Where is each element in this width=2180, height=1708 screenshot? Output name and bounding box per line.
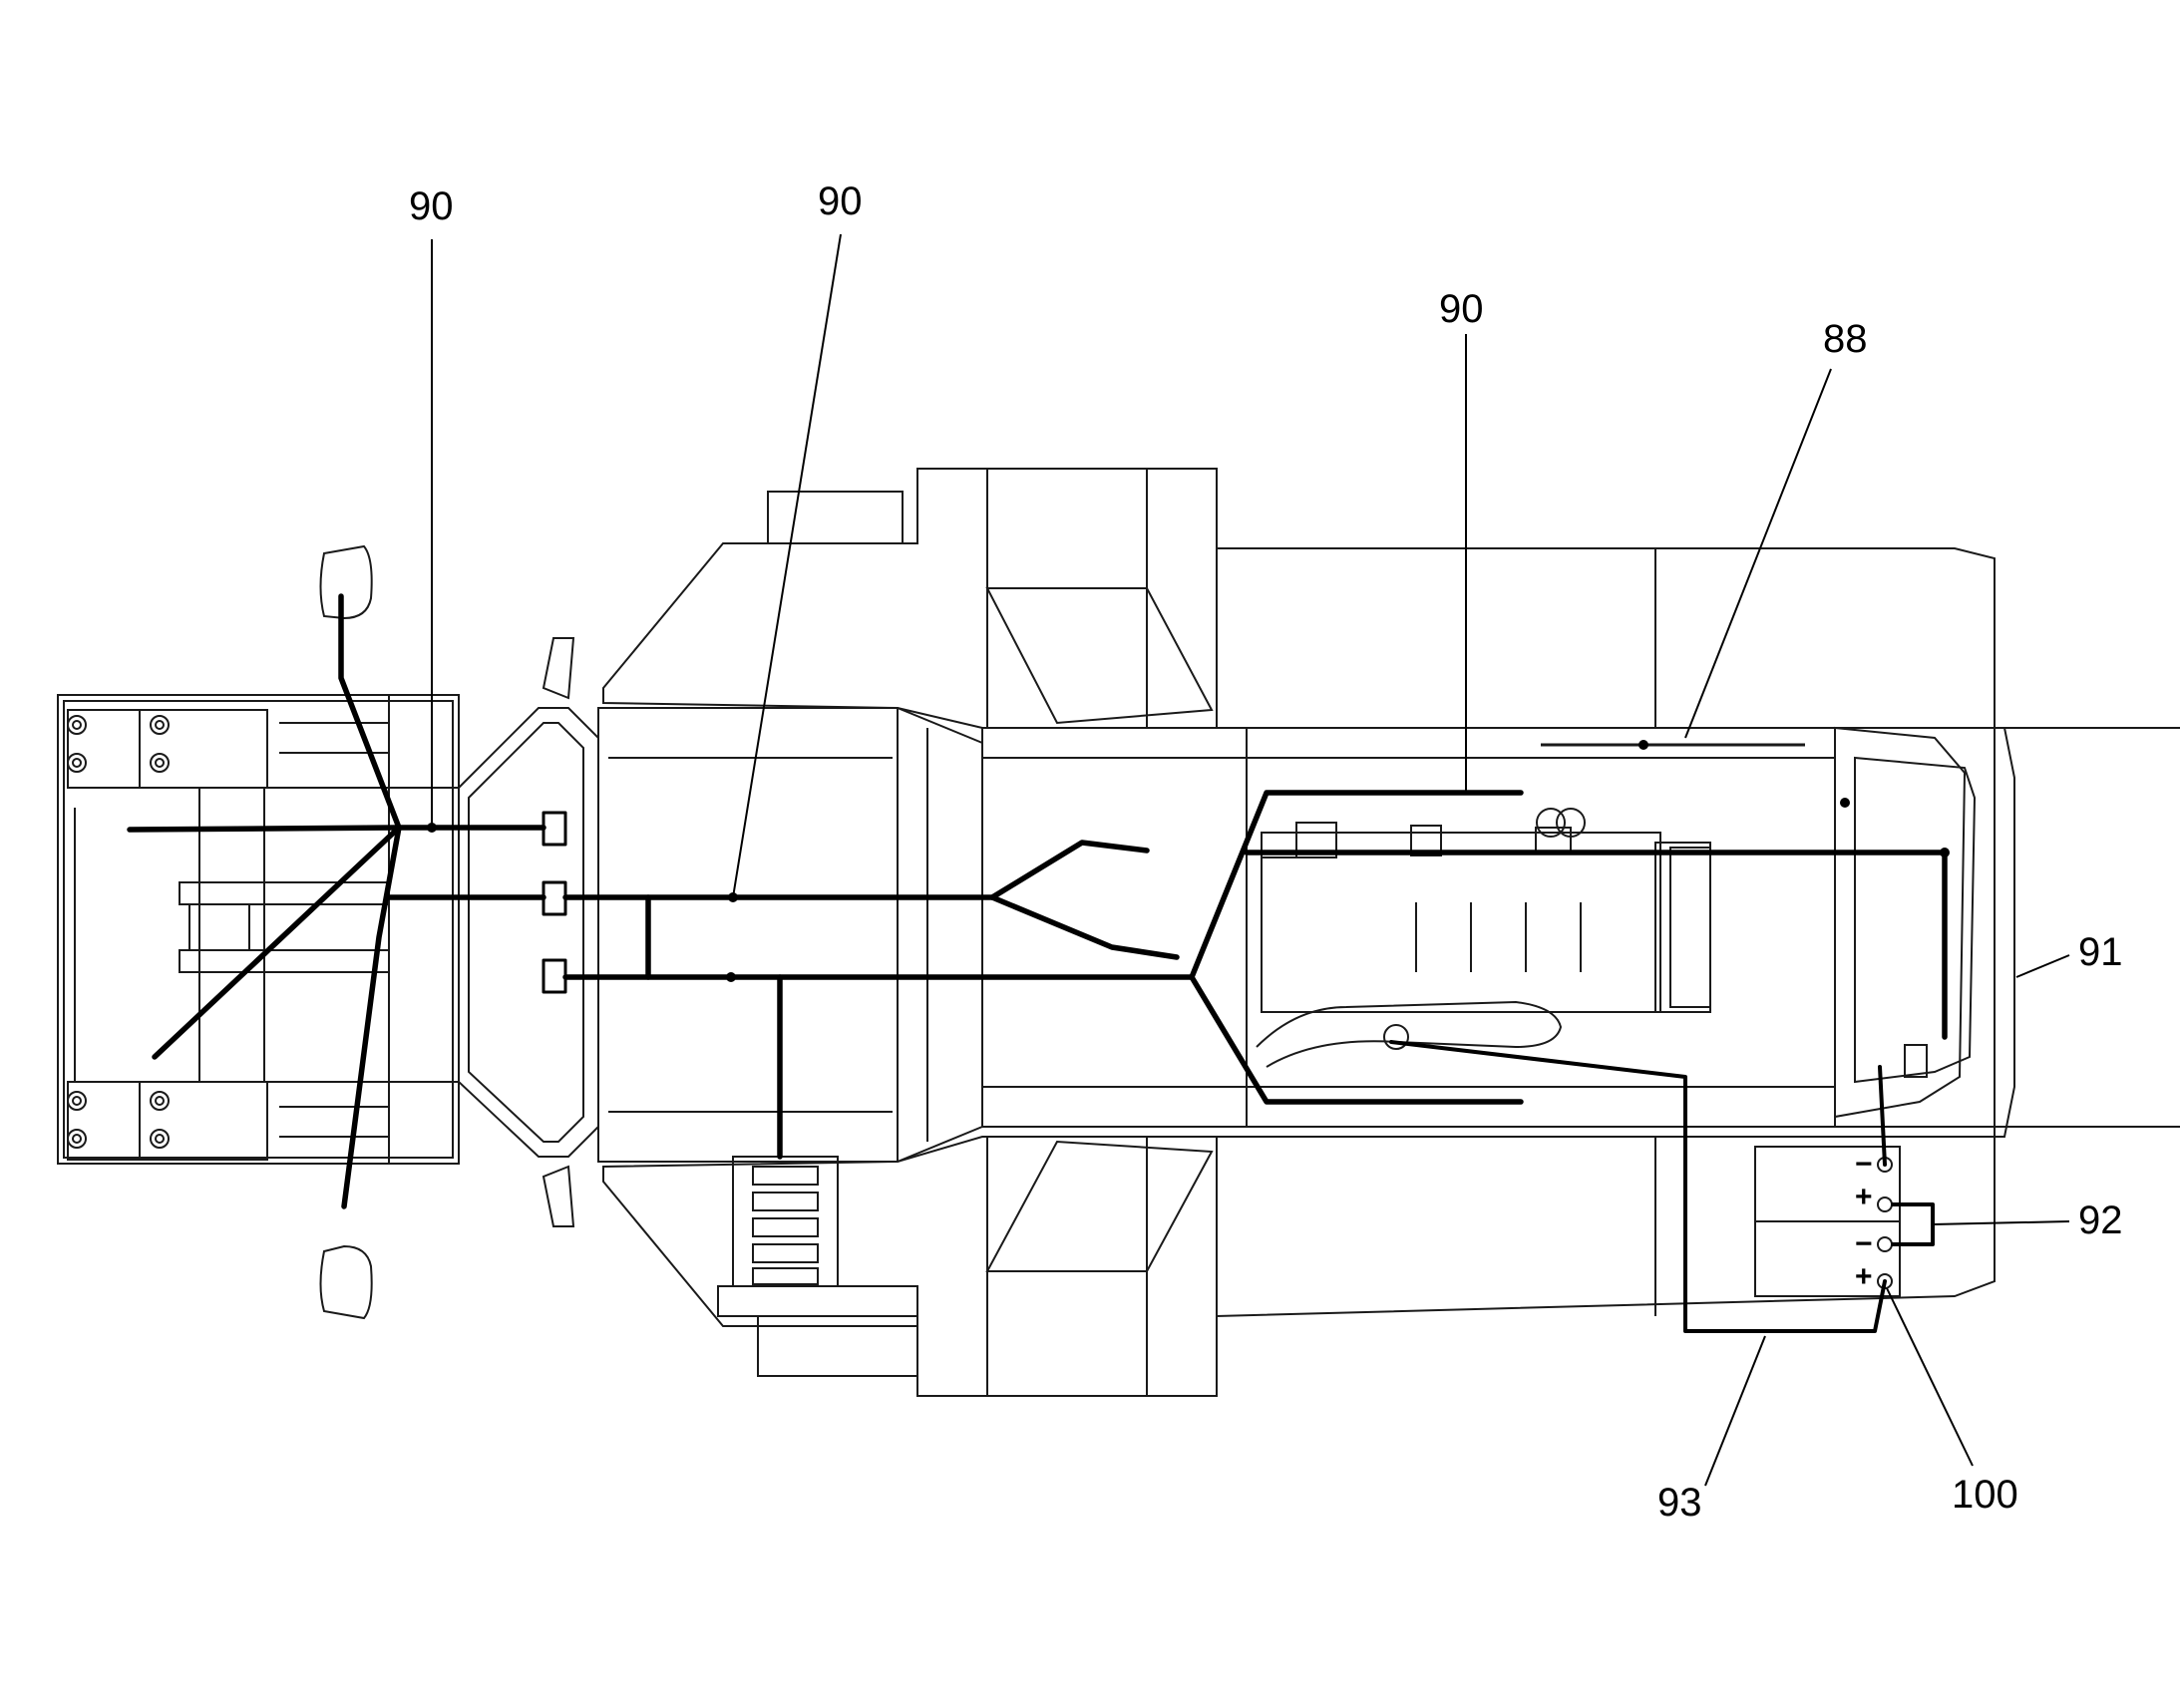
callout-label: 93 — [1657, 1481, 1702, 1525]
wiring-harness — [127, 593, 1950, 1333]
callout-label: 90 — [1439, 287, 1484, 331]
battery-positive-sign: + — [1855, 1260, 1873, 1293]
battery-positive-sign: + — [1855, 1181, 1873, 1213]
callout-label: 100 — [1952, 1473, 2018, 1517]
battery-negative-sign: − — [1855, 1227, 1873, 1260]
callout-label: 90 — [818, 179, 863, 223]
callout-label: 91 — [2078, 930, 2123, 974]
callout-label: 88 — [1823, 317, 1868, 361]
callout-leaders — [431, 233, 2070, 1487]
callout-label: 92 — [2078, 1198, 2123, 1242]
callout-label: 90 — [409, 184, 454, 228]
vehicle-frame-outline — [57, 468, 2180, 1397]
battery-negative-sign: − — [1855, 1148, 1873, 1181]
